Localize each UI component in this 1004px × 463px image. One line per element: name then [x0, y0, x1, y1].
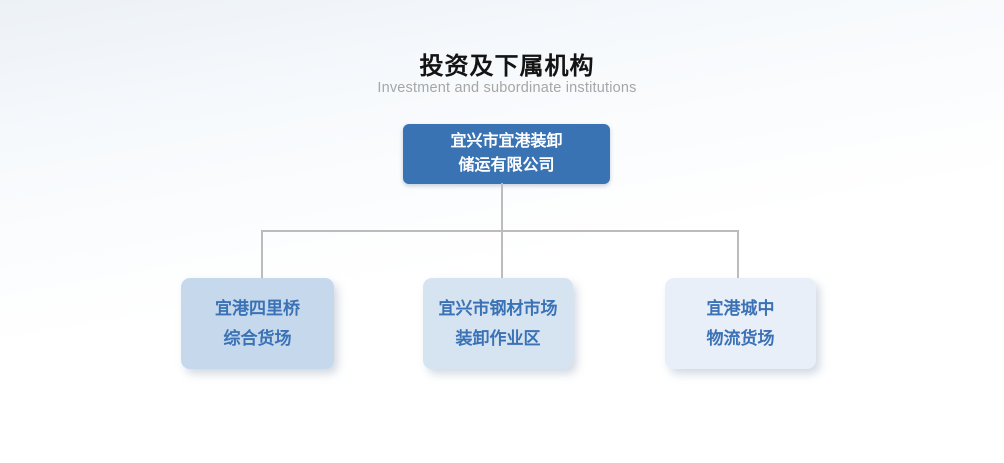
org-root-label-line1: 宜兴市宜港装卸 — [450, 133, 563, 150]
org-child-1-label-line2: 综合货场 — [223, 328, 292, 348]
connector-right-vertical — [737, 231, 739, 278]
org-child-node-2: 宜兴市钢材市场 装卸作业区 — [423, 278, 573, 369]
org-child-2-label-line1: 宜兴市钢材市场 — [438, 298, 558, 318]
org-child-2-label-line2: 装卸作业区 — [455, 328, 541, 348]
org-child-3-label-line1: 宜港城中 — [706, 298, 775, 318]
org-child-node-3: 宜港城中 物流货场 — [665, 278, 816, 369]
org-child-1-label-line1: 宜港四里桥 — [215, 298, 300, 318]
connector-root-vertical — [501, 183, 503, 231]
connector-center-vertical — [501, 231, 503, 278]
page-subtitle: Investment and subordinate institutions — [377, 80, 637, 96]
connector-horizontal — [261, 230, 739, 232]
page-title: 投资及下属机构 — [419, 53, 595, 80]
org-child-3-label-line2: 物流货场 — [706, 328, 775, 348]
connector-left-vertical — [261, 231, 263, 278]
org-child-node-1: 宜港四里桥 综合货场 — [181, 278, 334, 369]
org-root-node: 宜兴市宜港装卸 储运有限公司 — [403, 124, 610, 184]
org-root-label-line2: 储运有限公司 — [458, 157, 555, 174]
